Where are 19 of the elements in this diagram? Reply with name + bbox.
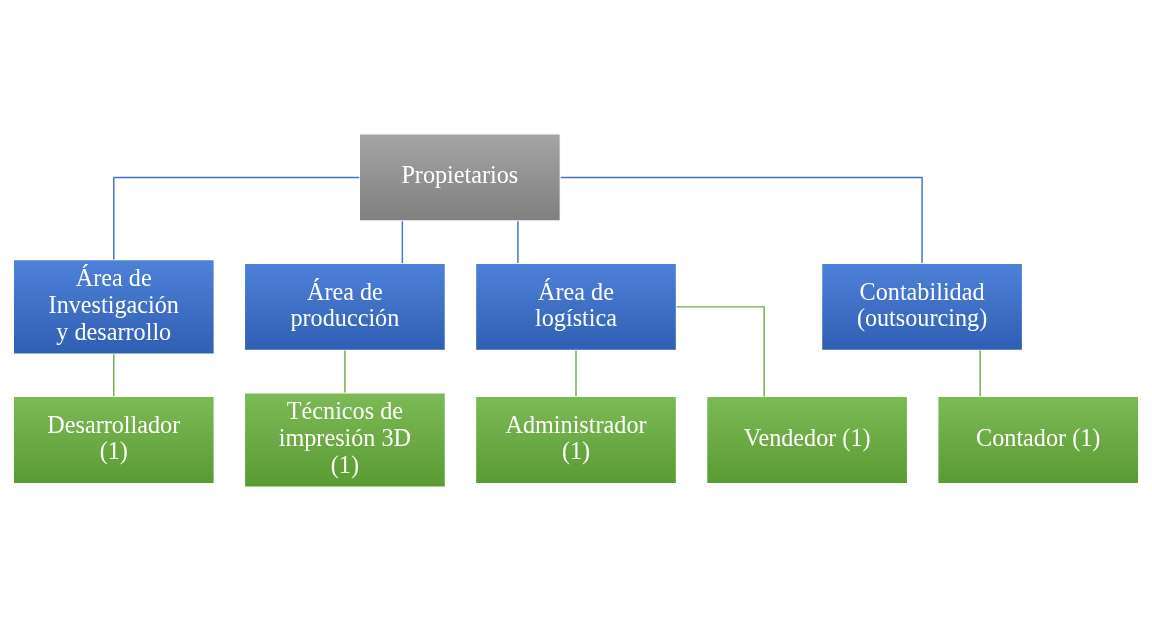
node-box: Propietarios: [358, 132, 561, 222]
node-box: Contador (1): [937, 395, 1140, 484]
connector: [401, 220, 404, 264]
node-box: Área de producción: [243, 262, 446, 351]
connector: [344, 349, 346, 393]
node-box: Administrador (1): [474, 395, 678, 484]
connector: [517, 220, 519, 264]
node-box: Vendedor (1): [706, 395, 909, 484]
connector: [575, 349, 577, 397]
node-box: Contabilidad (outsourcing): [821, 262, 1024, 351]
connector: [675, 305, 765, 397]
connector: [113, 352, 115, 397]
connector: [560, 176, 923, 264]
connector: [113, 176, 360, 260]
node-box: Área de Investigación y desarrollo: [12, 258, 215, 355]
node-box: Desarrollador (1): [12, 395, 215, 484]
connector: [979, 349, 981, 397]
node-box: Área de logística: [474, 262, 678, 351]
node-box: Técnicos de impresión 3D (1): [243, 391, 446, 488]
